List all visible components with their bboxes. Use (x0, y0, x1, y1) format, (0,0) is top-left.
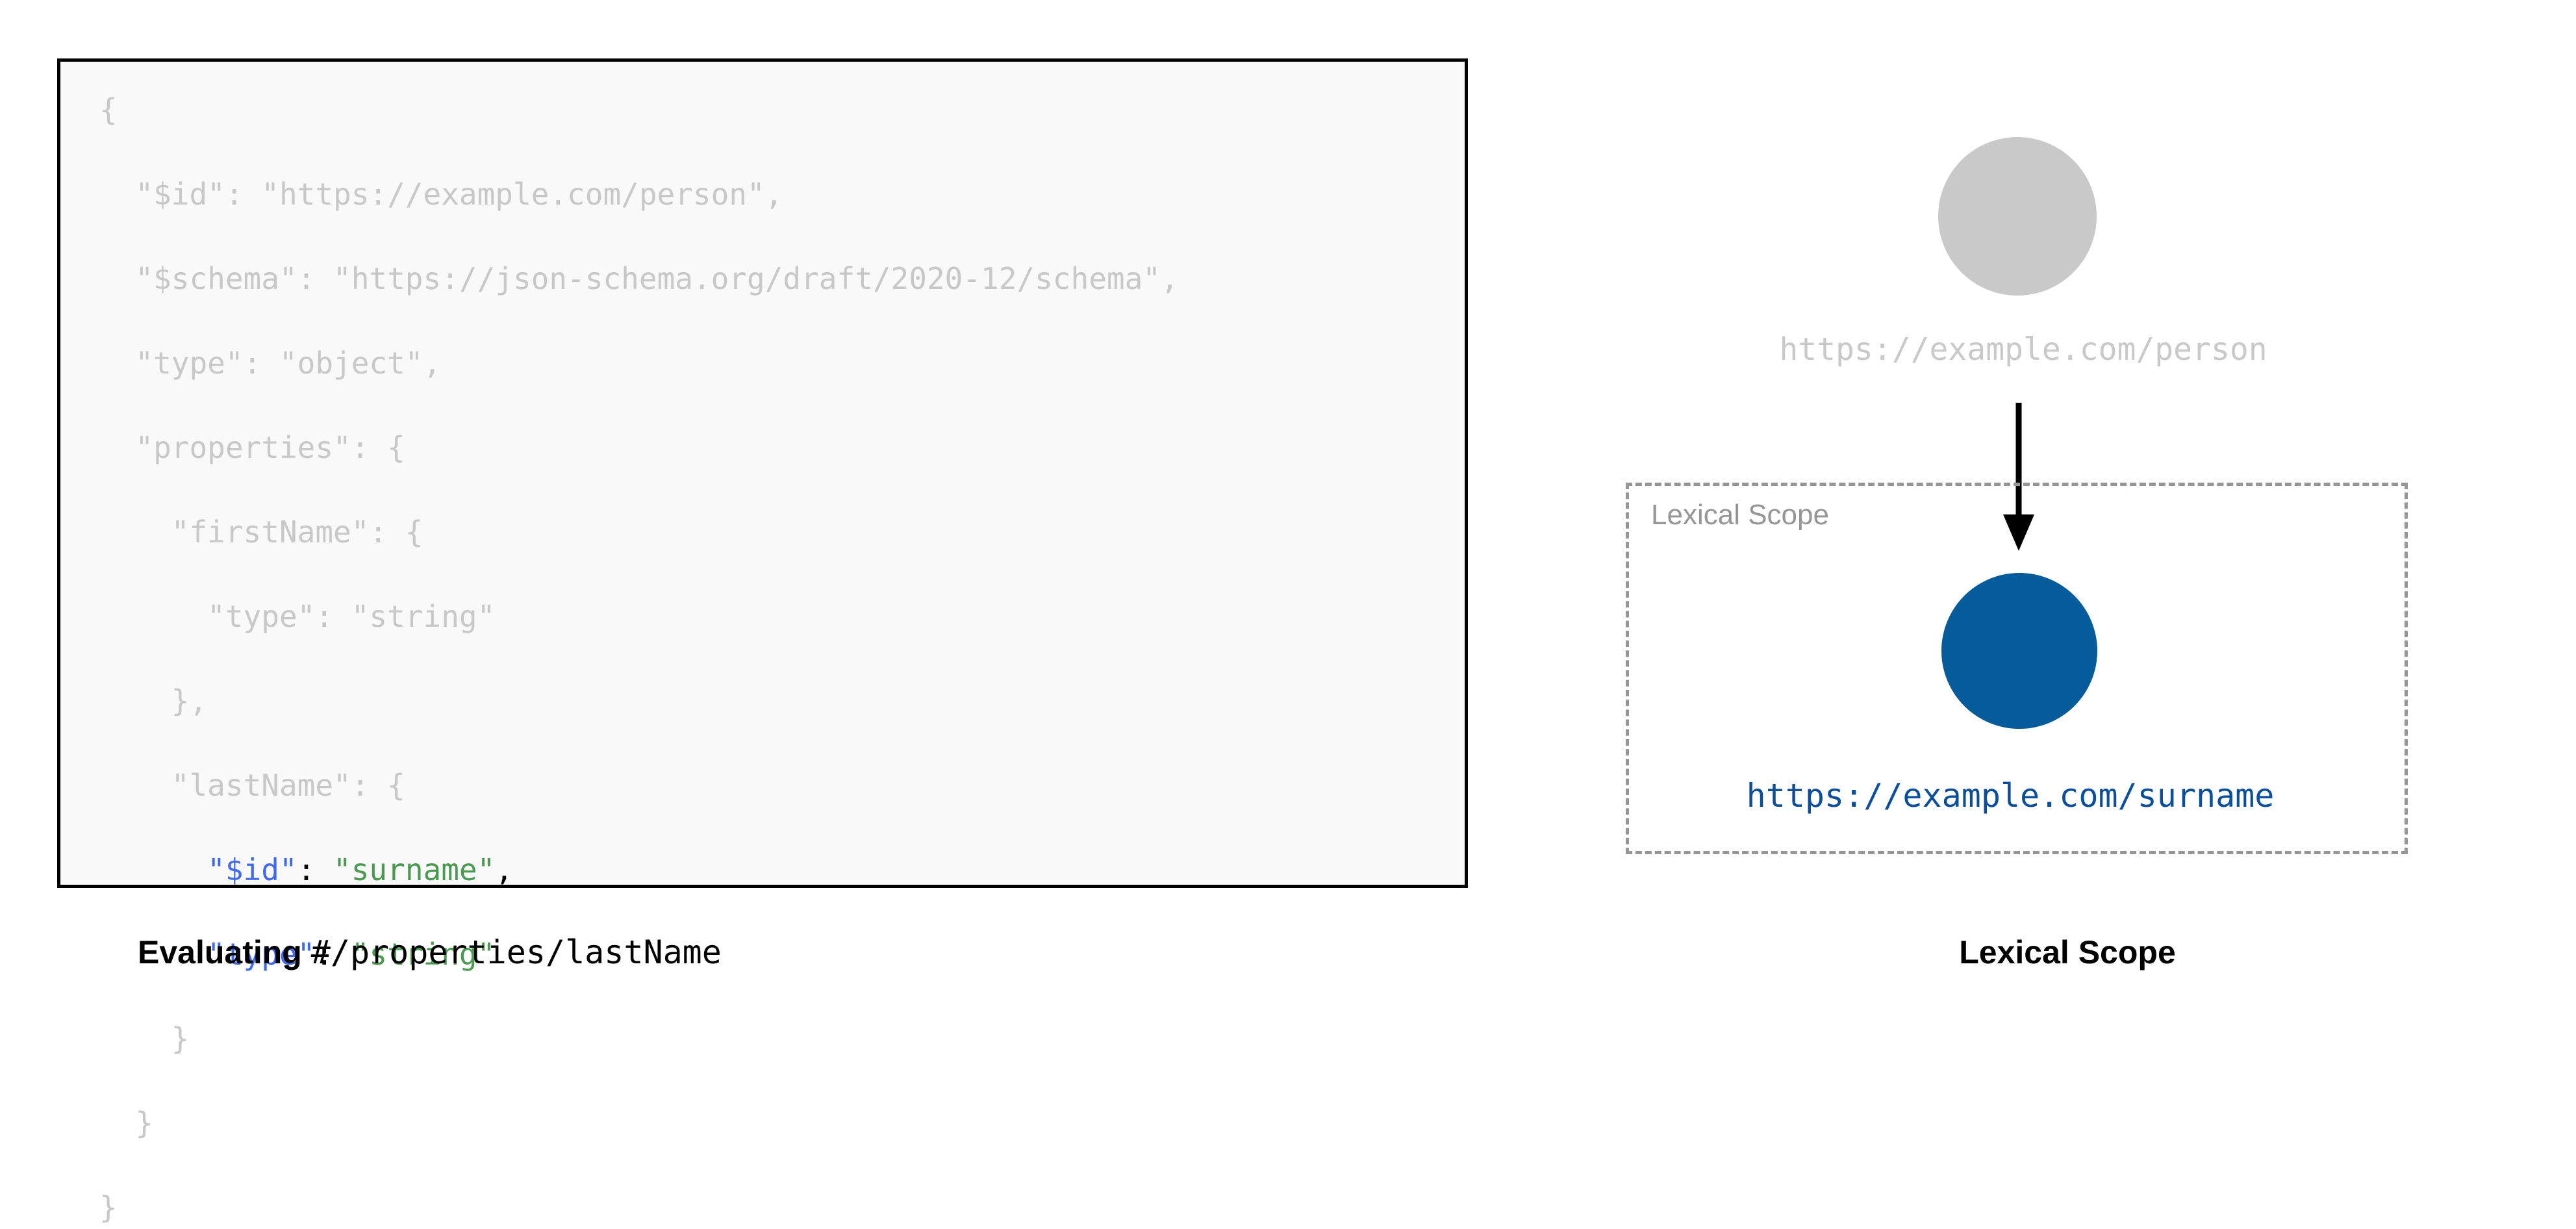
code-line: }, (99, 680, 1179, 722)
code-line: "$id": "https://example.com/person", (99, 173, 1179, 216)
code-line: } (99, 1102, 1179, 1145)
code-token-dim: { (99, 92, 118, 127)
code-token-dim: "firstName": { (171, 514, 423, 550)
code-line: "type": "string" (99, 933, 1179, 976)
code-indent (99, 1106, 135, 1141)
lexical-scope-box (1626, 483, 2408, 854)
code-token-key: "$id" (207, 852, 297, 887)
outer-node-label: https://example.com/person (1779, 331, 2267, 368)
code-line: "$schema": "https://json-schema.org/draf… (99, 258, 1179, 300)
caption-evaluating-pointer: #/properties/lastName (310, 933, 722, 971)
code-token-string: "string" (351, 937, 496, 972)
code-token-punct: : (315, 937, 351, 972)
code-token-key: "type" (207, 937, 316, 972)
inner-node-label: https://example.com/surname (1746, 777, 2275, 815)
code-line: "lastName": { (99, 765, 1179, 807)
code-line: { (99, 89, 1179, 131)
code-panel: { "$id": "https://example.com/person", "… (57, 58, 1468, 1225)
code-token-punct: , (495, 852, 513, 887)
code-line: } (99, 1187, 1179, 1229)
code-indent (99, 852, 207, 887)
code-line: "type": "object", (99, 342, 1179, 385)
code-indent (99, 683, 171, 718)
code-token-dim: "lastName": { (171, 768, 405, 803)
code-line: "type": "string" (99, 596, 1179, 638)
code-token-dim: "$id": "https://example.com/person", (135, 177, 783, 212)
code-token-punct: : (297, 852, 334, 887)
code-indent (99, 514, 171, 550)
arrow-down-icon (2003, 403, 2034, 551)
code-token-dim: } (171, 1021, 190, 1056)
code-line: "firstName": { (99, 511, 1179, 553)
code-token-dim: "type": "object", (135, 346, 442, 381)
code-token-dim: "properties": { (135, 430, 405, 465)
lexical-scope-box-label: Lexical Scope (1651, 499, 1829, 531)
code-listing: { "$id": "https://example.com/person", "… (99, 89, 1179, 1229)
code-token-dim: } (99, 1190, 118, 1225)
code-token-dim: "$schema": "https://json-schema.org/draf… (135, 261, 1179, 296)
code-indent (99, 346, 135, 381)
code-token-dim: }, (171, 683, 208, 718)
code-indent (99, 430, 135, 465)
caption-evaluating-bold: Evaluating (138, 934, 311, 970)
outer-node-circle-icon (1938, 137, 2097, 296)
code-indent (99, 177, 135, 212)
code-indent (99, 599, 207, 634)
code-token-string: "surname" (333, 852, 496, 887)
code-token-dim: "type": "string" (207, 599, 496, 634)
code-line: "properties": { (99, 427, 1179, 469)
caption-lexical-scope: Lexical Scope (1959, 934, 2176, 970)
inner-node-circle-icon (1941, 573, 2097, 729)
caption-evaluating: Evaluating #/properties/lastName (138, 933, 722, 971)
code-indent (99, 261, 135, 296)
code-line: "$id": "surname", (99, 849, 1179, 891)
code-indent (99, 1021, 171, 1056)
code-indent (99, 768, 171, 803)
code-token-dim: } (135, 1106, 154, 1141)
